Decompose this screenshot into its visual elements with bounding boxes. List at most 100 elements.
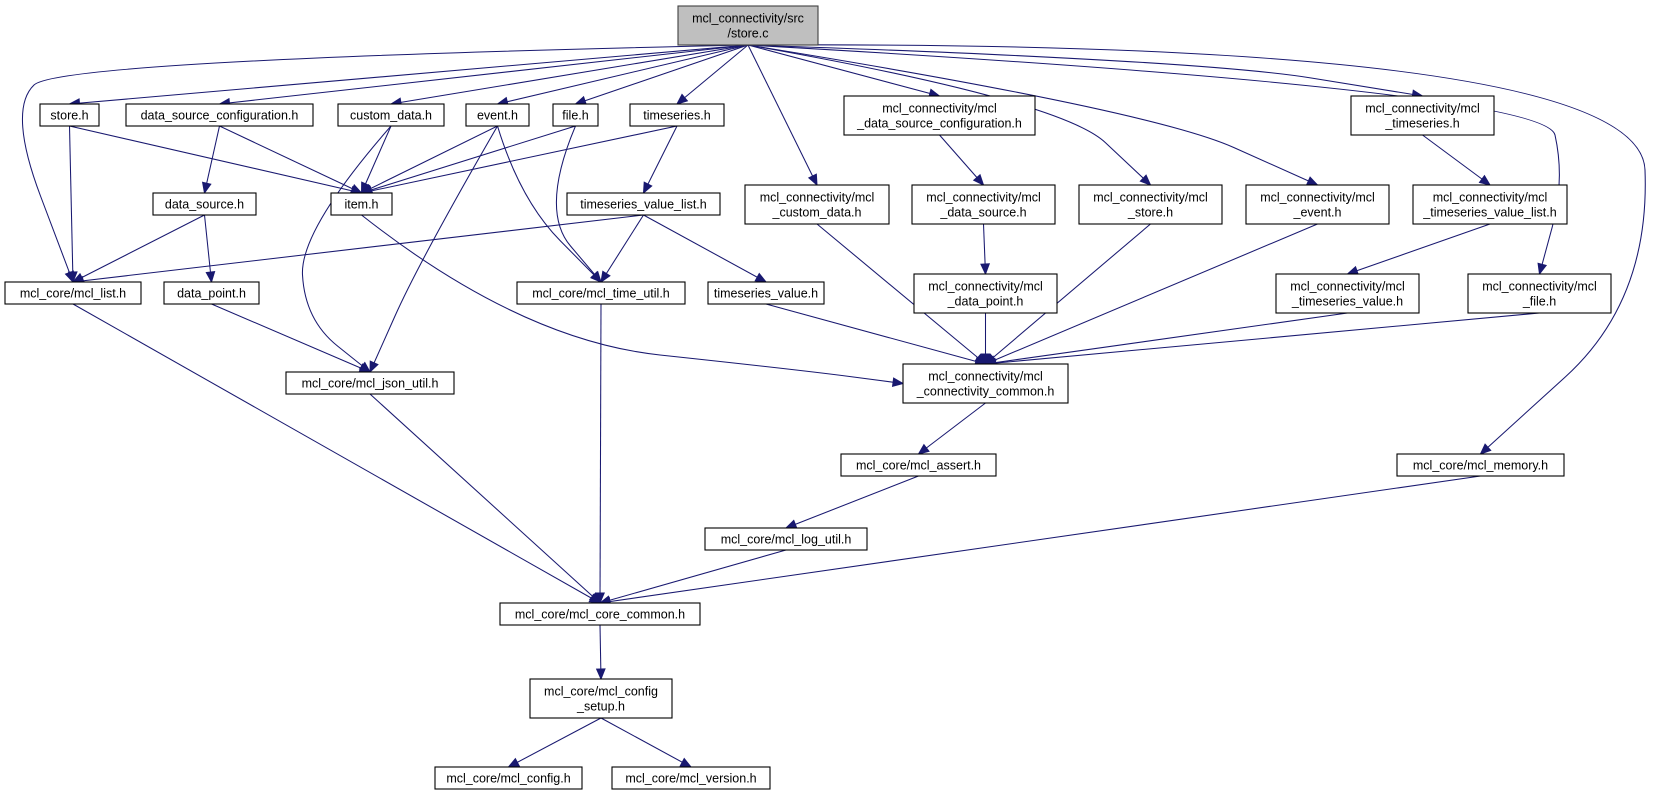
node-version-h[interactable]: mcl_core/mcl_version.h [611,766,771,790]
edge-line [21,44,749,283]
edge-tvl-h-to-mcl-list [71,214,644,286]
node-mc-tv[interactable]: mcl_connectivity/mcl_timeseries_value.h [1275,273,1420,314]
node-label: mcl_core/mcl_list.h [20,287,126,301]
node-file-h[interactable]: file.h [552,103,599,127]
edge-root-to-mcl-list [21,44,749,284]
node-box [1350,95,1495,136]
edge-tvl-h-to-time-util [600,214,644,284]
node-box [611,766,771,790]
arrowhead [1478,174,1492,186]
edge-line [575,44,749,105]
arrowhead [1479,443,1492,455]
node-dsc-h[interactable]: data_source_configuration.h [125,103,314,127]
node-box [434,766,583,790]
edge-root-to-mc-custom [747,44,818,187]
edge-mcl-list-to-core-common [72,303,602,604]
node-json-util[interactable]: mcl_core/mcl_json_util.h [285,371,455,395]
node-data-point-h[interactable]: data_point.h [163,281,260,305]
node-label: mcl_core/mcl_memory.h [1413,459,1548,473]
edge-file-h-to-item-h [360,125,576,195]
node-config-setup[interactable]: mcl_core/mcl_config_setup.h [529,678,673,719]
node-mc-event[interactable]: mcl_connectivity/mcl_event.h [1245,184,1390,225]
edge-line [203,214,213,283]
edge-conn-common-to-assert-h [917,402,986,455]
edge-root-to-mc-file [747,44,1560,276]
node-mc-store[interactable]: mcl_connectivity/mcl_store.h [1078,184,1223,225]
edge-line [1347,223,1491,275]
arrowhead [754,272,768,283]
node-label: data_point.h [177,287,246,301]
edge-line [369,393,601,604]
node-store-h[interactable]: store.h [39,103,100,127]
node-data-source-h[interactable]: data_source.h [152,192,257,216]
node-label: mcl_core/mcl_config.h [446,772,570,786]
node-box [4,281,142,305]
node-tvl-h[interactable]: timeseries_value_list.h [566,192,721,216]
node-box [337,103,445,127]
edge-dsc-h-to-item-h [219,125,363,194]
node-assert-h[interactable]: mcl_core/mcl_assert.h [840,453,997,477]
node-config-h[interactable]: mcl_core/mcl_config.h [434,766,583,790]
node-box [843,95,1036,136]
node-time-util[interactable]: mcl_core/mcl_time_util.h [516,281,686,305]
node-label: timeseries.h [643,109,710,123]
node-log-util[interactable]: mcl_core/mcl_log_util.h [704,527,868,551]
edge-mc-dsc-to-mc-data-source [939,134,985,186]
edge-layer [21,44,1646,768]
edge-line [747,44,1560,275]
node-item-h[interactable]: item.h [330,192,393,216]
node-mc-tvl[interactable]: mcl_connectivity/mcl_timeseries_value_li… [1412,184,1568,225]
node-label: mcl_core/mcl_time_util.h [532,287,670,301]
edge-line [72,214,205,283]
node-box [163,281,260,305]
node-mc-data-point[interactable]: mcl_connectivity/mcl_data_point.h [913,273,1058,314]
edge-tvl-h-to-tv-h [643,214,768,283]
edge-log-util-to-core-common [598,549,787,605]
node-custom-data-h[interactable]: custom_data.h [337,103,445,127]
node-tv-h[interactable]: timeseries_value.h [707,281,825,305]
node-mc-dsc[interactable]: mcl_connectivity/mcl_data_source_configu… [843,95,1036,136]
node-timeseries-h[interactable]: timeseries.h [629,103,725,127]
node-label: mcl_core/mcl_config [544,685,658,699]
node-mc-data-source[interactable]: mcl_connectivity/mcl_data_source.h [911,184,1056,225]
edge-store-h-to-mcl-list [67,125,78,284]
edge-line [301,125,392,373]
node-mc-timeseries[interactable]: mcl_connectivity/mcl_timeseries.h [1350,95,1495,136]
node-memory-h[interactable]: mcl_core/mcl_memory.h [1396,453,1565,477]
edge-time-util-to-core-common [595,303,605,605]
node-mcl-list[interactable]: mcl_core/mcl_list.h [4,281,142,305]
node-box [707,281,825,305]
node-event-h[interactable]: event.h [465,103,530,127]
arrowhead [595,668,606,681]
edge-root-to-timeseries-h [676,44,749,105]
node-box [1078,184,1223,225]
node-conn-common[interactable]: mcl_connectivity/mcl_connectivity_common… [902,363,1069,404]
node-label: /store.c [728,27,769,41]
arrowhead [600,270,611,284]
arrowhead [590,270,602,283]
node-box [552,103,599,127]
arrowhead [807,173,818,187]
edge-line [211,303,371,373]
node-mc-custom[interactable]: mcl_connectivity/mcl_custom_data.h [744,184,890,225]
node-label: mcl_connectivity/mcl [926,191,1041,205]
node-box [566,192,721,216]
node-box [1467,273,1612,314]
edge-core-common-to-config-setup [595,624,606,681]
node-label: mcl_connectivity/mcl [1290,280,1405,294]
node-core-common[interactable]: mcl_core/mcl_core_common.h [499,602,701,626]
node-label: _connectivity_common.h [916,385,1055,399]
edge-root-to-event-h [496,44,749,107]
node-mc-file[interactable]: mcl_connectivity/mcl_file.h [1467,273,1612,314]
node-label: mcl_core/mcl_core_common.h [515,608,685,622]
node-label: timeseries_value_list.h [580,198,706,212]
edge-mc-data-source-to-mc-data-point [980,223,991,276]
edge-root-to-file-h [574,44,749,106]
node-root[interactable]: mcl_connectivity/src/store.c [677,5,819,46]
edge-line [985,223,1318,365]
edge-line [72,214,644,283]
node-label: mcl_core/mcl_version.h [625,772,756,786]
node-box [840,453,997,477]
node-label: mcl_connectivity/mcl [1260,191,1375,205]
edge-line [599,475,1481,604]
